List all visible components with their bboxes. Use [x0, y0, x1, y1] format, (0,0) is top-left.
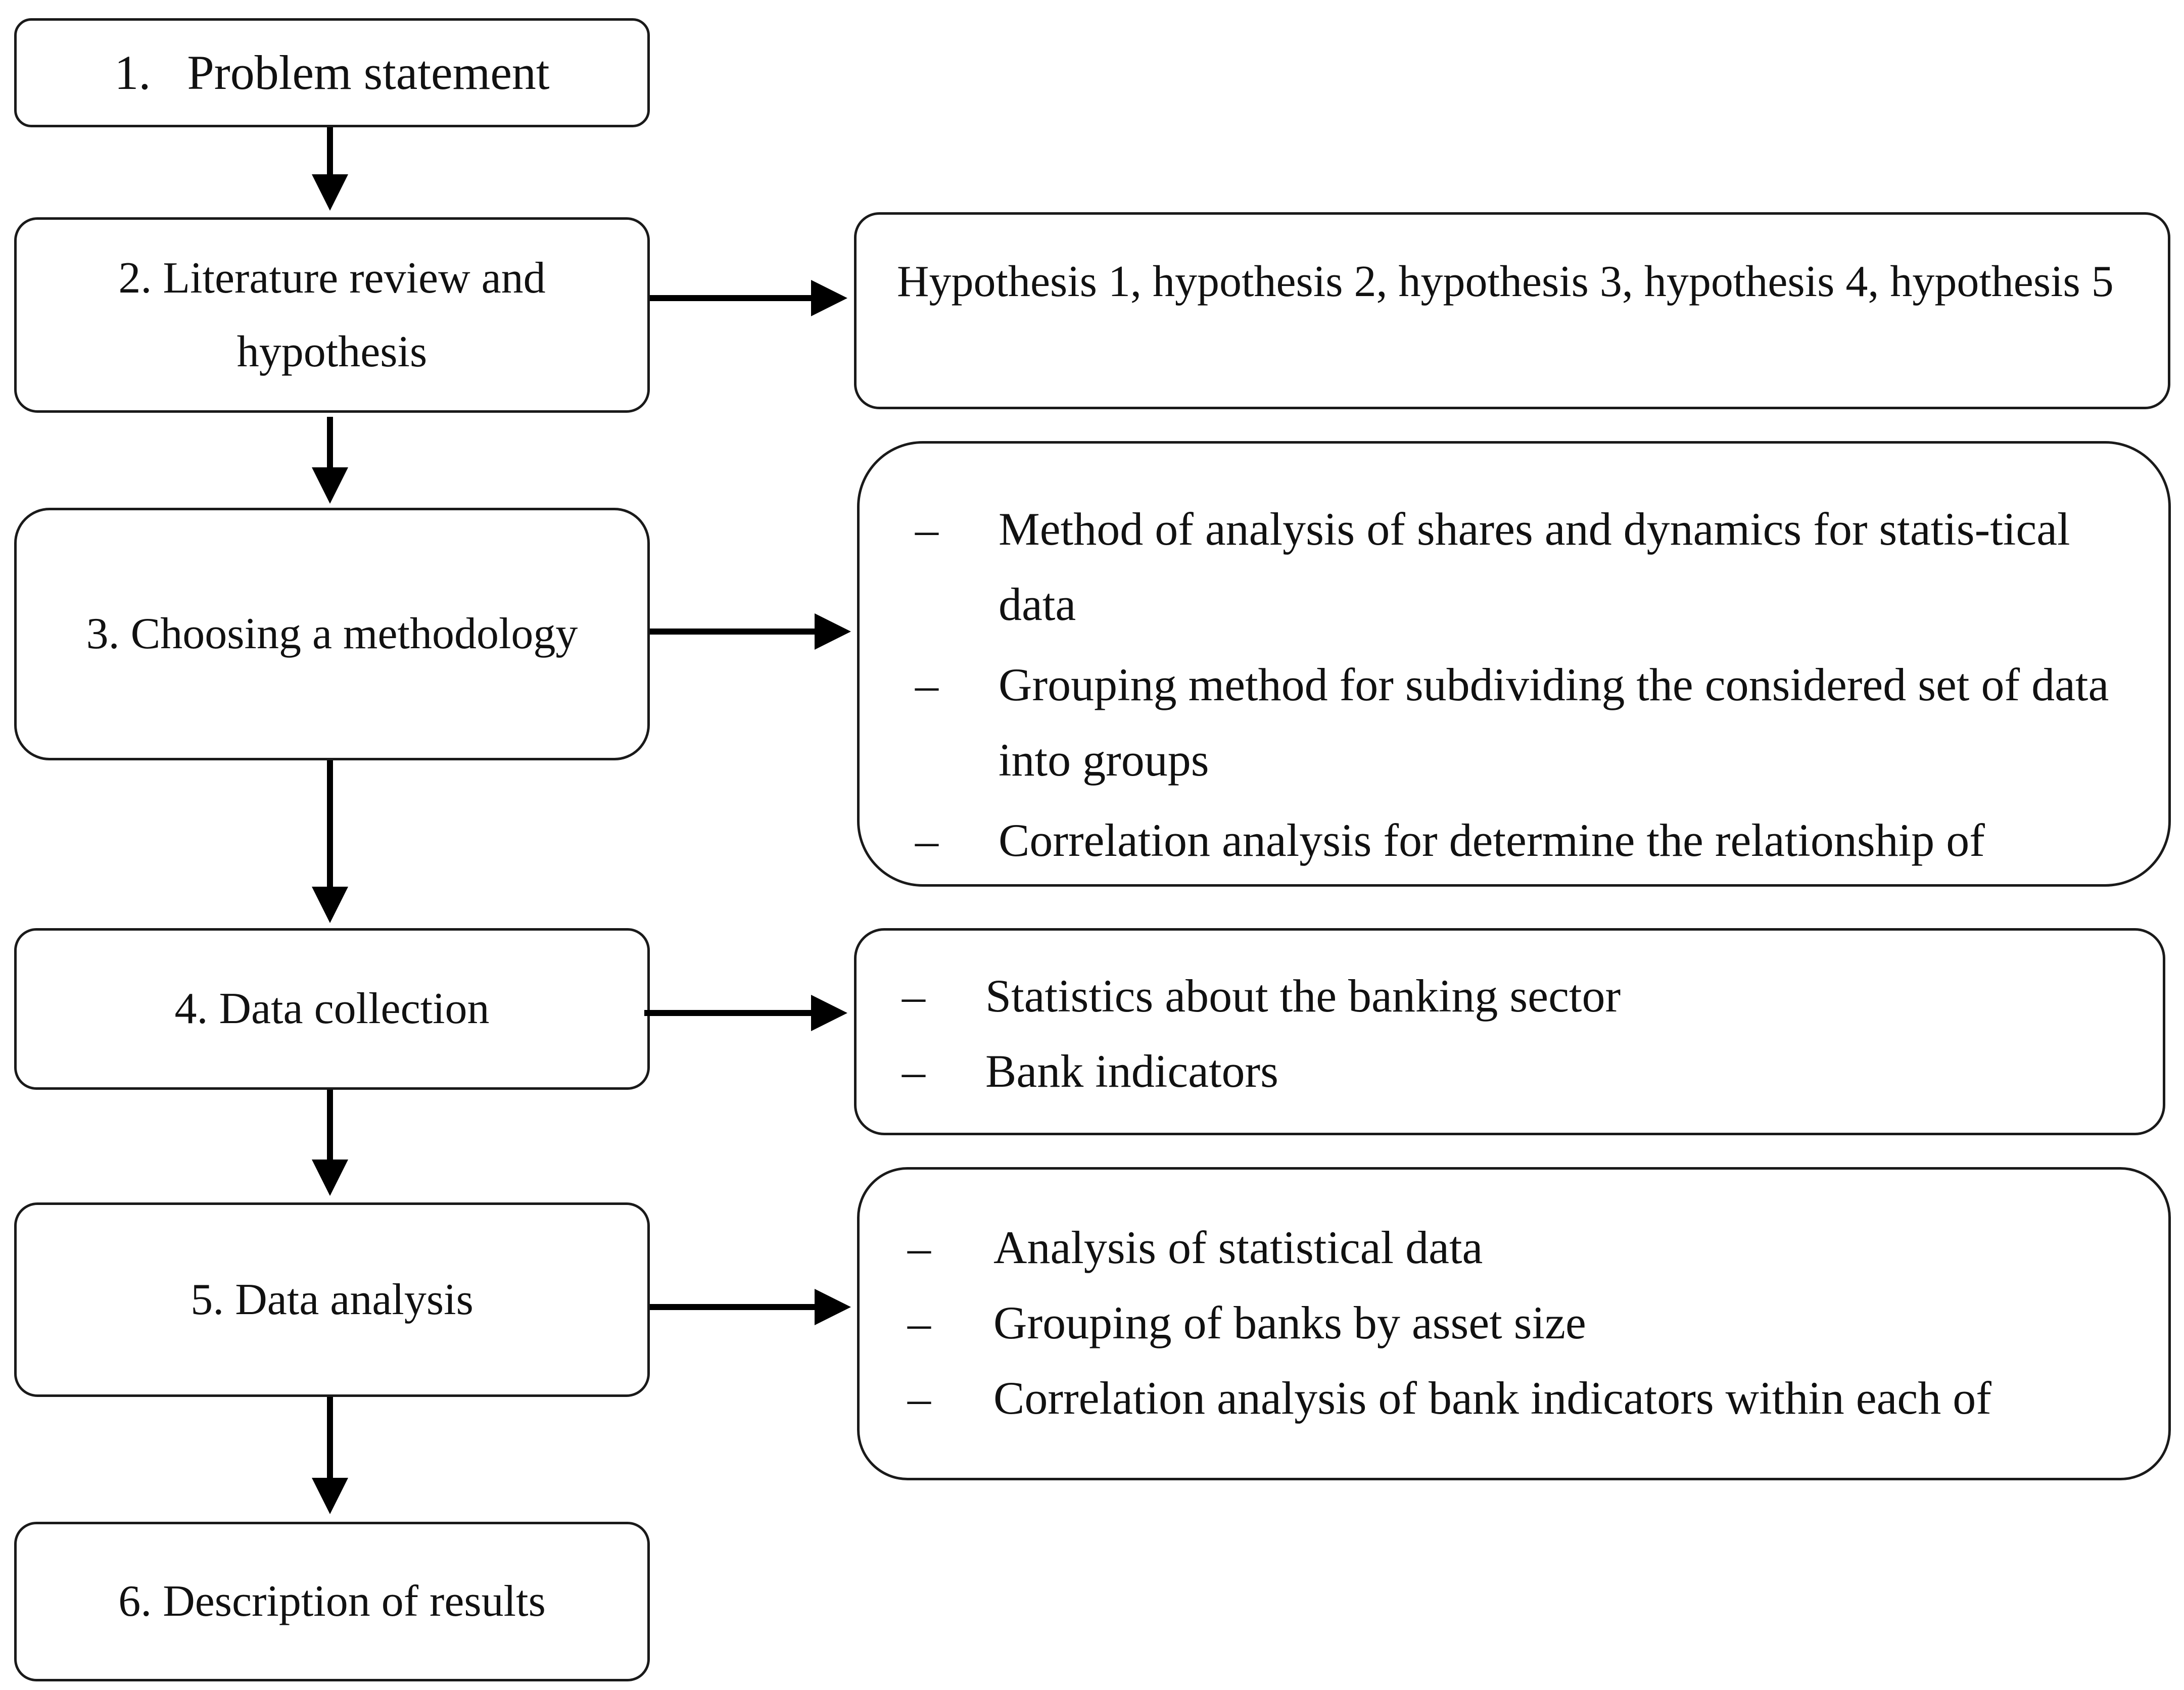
data-collection-list: – Statistics about the banking sector – … [902, 958, 2117, 1109]
step-label: 6. Description of results [118, 1577, 546, 1626]
step-data-collection: 4. Data collection [14, 928, 650, 1090]
bullet-text: Statistics about the banking sector [985, 970, 1621, 1022]
hypotheses-box: Hypothesis 1, hypothesis 2, hypothesis 3… [854, 212, 2170, 409]
step-problem-statement: 1. Problem statement [14, 18, 650, 127]
bullet-text: Correlation analysis for determine the r… [999, 814, 1985, 866]
step-data-analysis: 5. Data analysis [14, 1202, 650, 1397]
methodology-list: – Method of analysis of shares and dynam… [915, 492, 2113, 878]
bullet-text: Bank indicators [985, 1045, 1278, 1097]
step-description-of-results: 6. Description of results [14, 1522, 650, 1681]
bullet-dash: – [915, 503, 938, 555]
data-analysis-item: – Correlation analysis of bank indicator… [908, 1361, 2128, 1436]
data-collection-item: – Statistics about the banking sector [902, 958, 2117, 1034]
bullet-text: Grouping method for subdividing the cons… [999, 659, 2109, 786]
hypotheses-text: Hypothesis 1, hypothesis 2, hypothesis 3… [897, 257, 2114, 306]
step-label: 5. Data analysis [191, 1275, 473, 1324]
data-analysis-item: – Grouping of banks by asset size [908, 1285, 2128, 1361]
bullet-dash: – [915, 814, 938, 866]
bullet-dash: – [908, 1297, 931, 1349]
bullet-dash: – [902, 1045, 925, 1097]
step-literature-review: 2. Literature review and hypothesis [14, 217, 650, 413]
bullet-text: Grouping of banks by asset size [993, 1297, 1586, 1349]
bullet-dash: – [908, 1222, 931, 1273]
bullet-dash: – [902, 970, 925, 1022]
bullet-text: Correlation analysis of bank indicators … [993, 1372, 1991, 1424]
methodology-item: – Correlation analysis for determine the… [915, 803, 2113, 878]
bullet-text: Method of analysis of shares and dynamic… [999, 503, 2070, 631]
methodology-box: – Method of analysis of shares and dynam… [857, 441, 2171, 887]
methodology-item: – Method of analysis of shares and dynam… [915, 492, 2113, 642]
data-collection-item: – Bank indicators [902, 1034, 2117, 1109]
data-collection-box: – Statistics about the banking sector – … [854, 928, 2165, 1135]
methodology-item: – Grouping method for subdividing the co… [915, 647, 2113, 798]
bullet-dash: – [915, 659, 938, 711]
data-analysis-item: – Analysis of statistical data [908, 1210, 2128, 1285]
bullet-text: Analysis of statistical data [993, 1222, 1483, 1273]
step-choosing-methodology: 3. Choosing a methodology [14, 508, 650, 760]
step-label: 4. Data collection [174, 984, 490, 1034]
step-label: 2. Literature review and hypothesis [118, 254, 546, 376]
step-label: 3. Choosing a methodology [86, 609, 578, 659]
data-analysis-box: – Analysis of statistical data – Groupin… [857, 1167, 2171, 1480]
step-label: 1. Problem statement [114, 45, 550, 100]
data-analysis-list: – Analysis of statistical data – Groupin… [908, 1210, 2128, 1436]
bullet-dash: – [908, 1372, 931, 1424]
